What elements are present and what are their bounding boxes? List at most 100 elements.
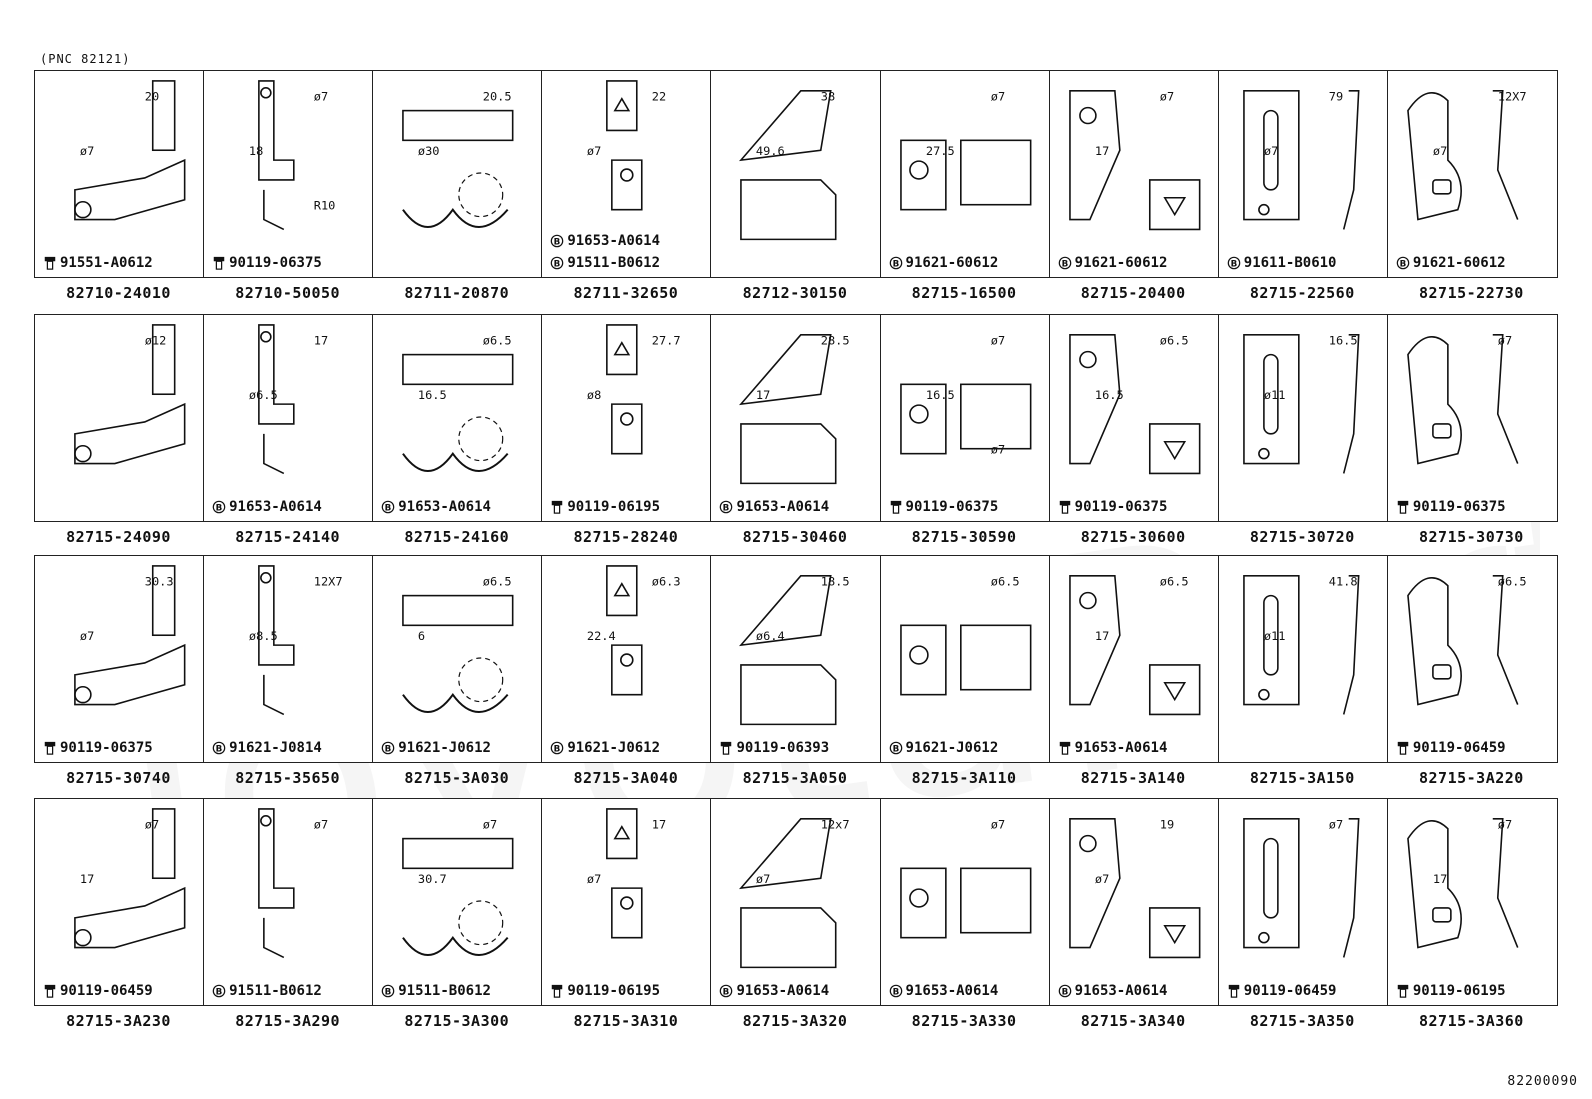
part-number[interactable]: 82715-3A050 — [742, 769, 848, 787]
part-number[interactable]: 82715-30590 — [911, 528, 1017, 546]
dimension-label: ø7 — [1498, 334, 1512, 348]
bracket-drawing: ø6.5 — [899, 575, 1031, 696]
part-number[interactable]: 82715-28240 — [573, 528, 679, 546]
dimension-label: 16.5 — [418, 388, 447, 402]
part-number[interactable]: 82711-20870 — [404, 284, 510, 302]
dimension-label: 20.5 — [483, 90, 512, 104]
part-number[interactable]: 82715-3A300 — [404, 1012, 510, 1030]
bolt-number: 90119-06375 — [1074, 499, 1168, 515]
part-number[interactable]: 82715-24090 — [66, 528, 171, 546]
bolt-number: 91621-60612 — [905, 255, 999, 271]
bracket-outline — [74, 402, 186, 465]
part-number[interactable]: 82715-20400 — [1080, 284, 1186, 302]
dimension-label: ø6.5 — [1159, 575, 1188, 589]
part-number[interactable]: 82715-3A140 — [1080, 769, 1186, 787]
part-number[interactable]: 82715-3A030 — [404, 769, 510, 787]
part-number[interactable]: 82715-30600 — [1080, 528, 1186, 546]
dimension-label: 16.5 — [1329, 334, 1358, 348]
dimension-label: ø7 — [1095, 872, 1109, 886]
part-number[interactable]: 82715-30740 — [66, 769, 171, 787]
part-cell[interactable]: ø12 — [34, 314, 205, 522]
part-number[interactable]: 82715-3A150 — [1249, 769, 1355, 787]
part-number[interactable]: 82715-30460 — [742, 528, 848, 546]
part-number[interactable]: 82715-3A340 — [1080, 1012, 1186, 1030]
dimension-label: ø6.4 — [756, 629, 785, 643]
part-number[interactable]: 82715-3A330 — [911, 1012, 1017, 1030]
part-number[interactable]: 82715-22560 — [1249, 284, 1355, 302]
bracket-drawing: ø6.517 — [1068, 575, 1201, 716]
part-number[interactable]: 82715-3A320 — [742, 1012, 848, 1030]
part-number[interactable]: 82715-3A310 — [573, 1012, 679, 1030]
part-number[interactable]: 82715-30730 — [1419, 528, 1524, 546]
slot — [1431, 423, 1452, 439]
dimension-label: 28.5 — [821, 334, 850, 348]
dimension-label: ø7 — [990, 818, 1004, 832]
part-number[interactable]: 82715-3A230 — [66, 1012, 171, 1030]
part-number[interactable]: 82715-3A110 — [911, 769, 1017, 787]
pipe-outline — [458, 172, 504, 218]
part-number[interactable]: 82715-3A040 — [573, 769, 679, 787]
part-number[interactable]: 82715-24160 — [404, 528, 510, 546]
part-number[interactable]: 82715-22730 — [1419, 284, 1524, 302]
bracket-flange — [739, 334, 833, 406]
part-number[interactable]: 82715-24140 — [235, 528, 341, 546]
part-number[interactable]: 82715-30720 — [1249, 528, 1355, 546]
part-number[interactable]: 82710-24010 — [66, 284, 171, 302]
part-number[interactable]: 82715-35650 — [235, 769, 341, 787]
part-number[interactable]: 82712-30150 — [742, 284, 848, 302]
dimension-label: 12X7 — [1498, 90, 1527, 104]
part-number[interactable]: 82715-3A350 — [1249, 1012, 1355, 1030]
part-number[interactable]: 82715-3A360 — [1419, 1012, 1524, 1030]
part-number[interactable]: 82715-3A220 — [1419, 769, 1524, 787]
part-number[interactable]: 82715-16500 — [911, 284, 1017, 302]
tab-outline — [606, 565, 638, 617]
bolt-number: 90119-06375 — [229, 255, 322, 271]
clip-outline — [151, 80, 176, 152]
bracket-outline — [74, 886, 186, 949]
bolt-hole — [620, 412, 634, 426]
bolt-number: 90119-06459 — [1243, 983, 1337, 999]
part-number[interactable]: 82711-32650 — [573, 284, 679, 302]
slot — [1262, 837, 1279, 919]
part-number[interactable]: 82715-3A290 — [235, 1012, 341, 1030]
part-number[interactable]: 82710-50050 — [235, 284, 341, 302]
strap-outline — [258, 324, 295, 425]
